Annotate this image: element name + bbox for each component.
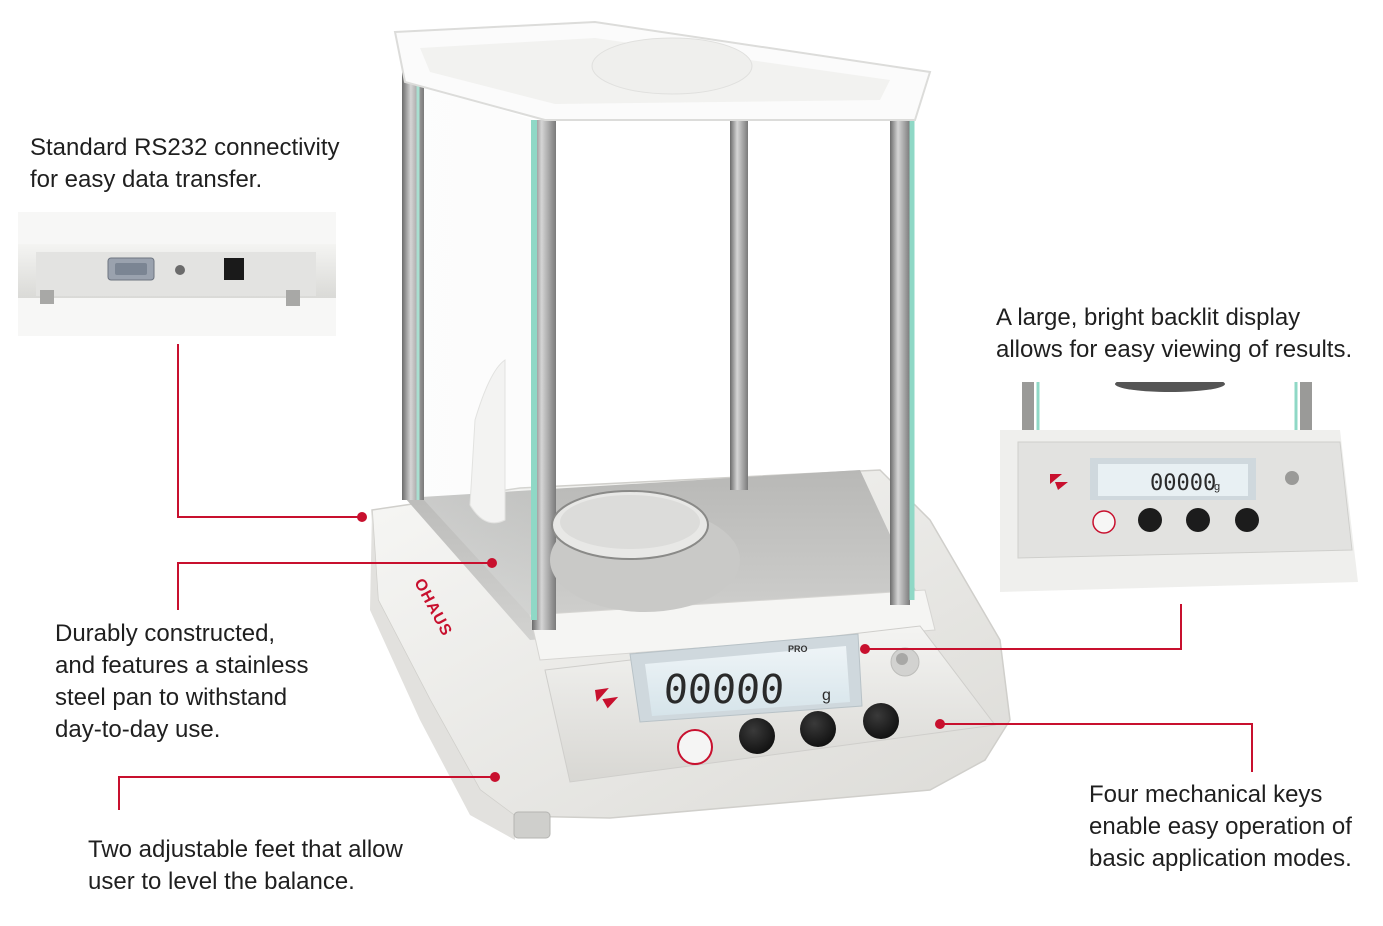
post-back-right: [730, 110, 748, 490]
top-handle: [591, 37, 753, 95]
leader-keys: [940, 723, 1253, 772]
lcd-screen: [645, 646, 850, 716]
usb-port-icon: [175, 265, 185, 275]
inset-power-key[interactable]: [1092, 510, 1116, 534]
power-key[interactable]: [677, 729, 713, 765]
display-inset: 00000 g: [1000, 382, 1358, 602]
power-socket-icon: [224, 258, 244, 280]
balance-side: [370, 510, 515, 840]
caption-feet: Two adjustable feet that allow user to l…: [88, 834, 403, 898]
lcd-unit: g: [822, 687, 831, 704]
caption-durable-line-4: day-to-day use.: [55, 716, 221, 743]
key-3[interactable]: [863, 703, 899, 739]
adjustable-foot: [513, 811, 551, 839]
rs232-inset: [18, 212, 336, 336]
leader-dot-durable: [487, 558, 497, 568]
caption-feet-line-2: user to level the balance.: [88, 868, 355, 895]
caption-keys-line-3: basic application modes.: [1089, 845, 1352, 872]
inset-ohaus-logo-icon: [1050, 474, 1068, 490]
inset-lcd-reading: 00000: [1150, 471, 1216, 496]
caption-display-line-1: A large, bright backlit display: [996, 304, 1301, 331]
caption-feet-line-1: Two adjustable feet that allow: [88, 836, 403, 863]
caption-keys-line-2: enable easy operation of: [1089, 813, 1352, 840]
caption-display: A large, bright backlit display allows f…: [996, 302, 1352, 366]
ohaus-logo-icon: [595, 688, 619, 709]
leader-dot-display: [860, 644, 870, 654]
caption-display-line-2: allows for easy viewing of results.: [996, 336, 1353, 363]
leader-feet: [118, 776, 495, 810]
inset-level-bubble-icon: [1285, 471, 1299, 485]
leader-rs232: [177, 344, 362, 518]
leader-display: [865, 604, 1182, 650]
inset-key-1[interactable]: [1138, 508, 1162, 532]
inset-key-3[interactable]: [1235, 508, 1259, 532]
caption-durable-line-3: steel pan to withstand: [55, 684, 288, 711]
caption-keys-line-1: Four mechanical keys: [1089, 781, 1323, 808]
key-1[interactable]: [739, 718, 775, 754]
caption-durable-line-1: Durably constructed,: [55, 620, 276, 647]
lcd-reading: 00000: [662, 667, 786, 713]
inset-key-2[interactable]: [1186, 508, 1210, 532]
caption-durable: Durably constructed, and features a stai…: [55, 618, 309, 746]
caption-rs232: Standard RS232 connectivity for easy dat…: [30, 132, 340, 196]
caption-keys: Four mechanical keys enable easy operati…: [1089, 779, 1352, 875]
leader-dot-keys: [935, 719, 945, 729]
leader-dot-feet: [490, 772, 500, 782]
caption-durable-line-2: and features a stainless: [55, 652, 309, 679]
post-front-right: [890, 100, 910, 605]
chamber-ledge: [529, 589, 936, 661]
caption-rs232-line-1: Standard RS232 connectivity: [30, 134, 340, 161]
caption-rs232-line-2: for easy data transfer.: [30, 166, 263, 193]
model-badge: PRO: [788, 644, 808, 654]
inset-lcd-unit: g: [1214, 481, 1220, 493]
glass-left: [424, 85, 534, 620]
key-2[interactable]: [800, 711, 836, 747]
leader-dot-rs232: [357, 512, 367, 522]
leader-durable: [177, 562, 492, 610]
draft-shield-insert: [469, 359, 506, 524]
